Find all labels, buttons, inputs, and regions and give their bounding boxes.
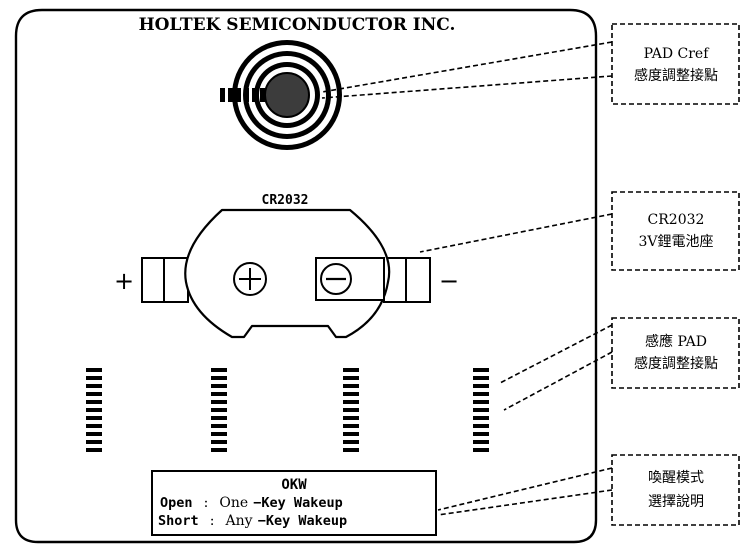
okw-open-rest: −Key Wakeup — [253, 495, 342, 511]
plus-symbol: + — [114, 267, 134, 295]
okw-short-any: Any — [225, 513, 253, 529]
leader-sensing-pad-2 — [503, 351, 613, 411]
callout-pad-cref-line1: PAD Cref — [644, 46, 711, 62]
callout-battery: CR2032 3V鋰電池座 — [611, 191, 740, 271]
okw-short-key: Short — [158, 513, 199, 529]
okw-title: OKW — [281, 477, 307, 493]
battery-holder-body — [184, 208, 391, 339]
leader-pad-cref-1 — [321, 41, 613, 93]
okw-open-line: Open : One −Key Wakeup — [160, 492, 343, 511]
callout-battery-line1: CR2032 — [648, 212, 705, 228]
battery-label: CR2032 — [262, 193, 309, 208]
callout-wakeup-mode-line1: 喚醒模式 — [648, 470, 704, 486]
okw-open-sep: : — [204, 495, 209, 511]
cref-adjust-contact — [220, 88, 265, 102]
leader-wakeup-2 — [437, 489, 613, 516]
sensing-contact-1 — [86, 368, 102, 452]
leader-pad-cref-2 — [321, 75, 613, 99]
okw-short-rest: −Key Wakeup — [258, 513, 347, 529]
minus-symbol: − — [439, 267, 459, 295]
callout-sensing-pad: 感應 PAD 感度調整接點 — [611, 317, 740, 389]
callout-pad-cref: PAD Cref 感度調整接點 — [611, 23, 740, 105]
okw-open-key: Open — [160, 495, 193, 511]
leader-sensing-pad-1 — [499, 324, 613, 384]
callout-sensing-pad-line2: 感度調整接點 — [634, 355, 718, 372]
sensing-contact-4 — [473, 368, 489, 452]
leader-wakeup-1 — [437, 467, 613, 511]
leader-battery — [419, 213, 613, 253]
pad-cref — [220, 40, 342, 150]
callout-sensing-pad-line1: 感應 PAD — [645, 333, 707, 350]
sensing-contact-2 — [211, 368, 227, 452]
callout-pad-cref-line2: 感度調整接點 — [634, 67, 718, 84]
sensing-contact-3 — [343, 368, 359, 452]
callout-battery-line2: 3V鋰電池座 — [638, 234, 713, 250]
okw-short-line: Short : Any −Key Wakeup — [158, 510, 347, 529]
okw-box: OKW Open : One −Key Wakeup Short : Any −… — [151, 470, 437, 536]
callout-wakeup-mode-line2: 選擇說明 — [648, 493, 704, 510]
sensing-pad-contacts — [86, 368, 489, 452]
okw-short-sep: : — [210, 513, 215, 529]
battery-holder: CR2032 + − — [114, 193, 459, 339]
board-title: HOLTEK SEMICONDUCTOR INC. — [139, 15, 456, 35]
leader-lines — [321, 41, 613, 516]
callout-wakeup-mode: 喚醒模式 選擇說明 — [611, 454, 740, 526]
okw-open-one: One — [219, 495, 248, 511]
